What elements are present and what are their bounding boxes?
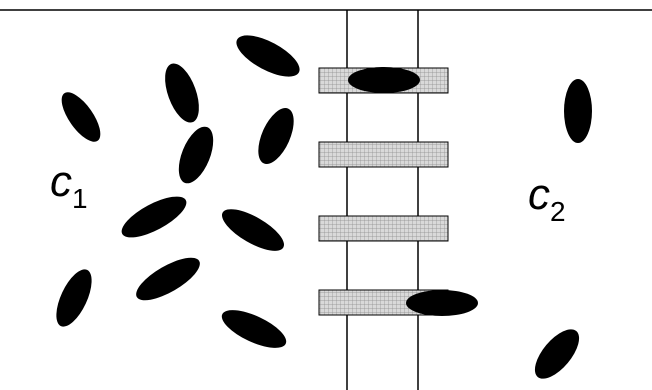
particle <box>221 310 287 348</box>
concentration-label-left: c1 <box>50 157 88 213</box>
concentration-label-right: c2 <box>528 170 566 226</box>
particle-in-channel <box>406 290 478 316</box>
label-subscript: 2 <box>550 196 566 227</box>
particle <box>136 257 200 301</box>
particle <box>178 126 214 184</box>
label-symbol: c <box>528 170 550 219</box>
particle <box>258 108 294 164</box>
particle <box>61 92 101 142</box>
particle <box>165 63 199 123</box>
particle <box>121 196 187 238</box>
particle <box>222 209 284 251</box>
membrane-channel <box>318 215 449 242</box>
label-symbol: c <box>50 157 72 206</box>
membrane-channel <box>318 141 449 168</box>
particle <box>56 269 92 327</box>
particle <box>564 79 592 143</box>
particle-in-channel <box>348 67 420 93</box>
particle <box>534 329 580 379</box>
particle <box>236 35 300 77</box>
label-subscript: 1 <box>72 183 88 214</box>
